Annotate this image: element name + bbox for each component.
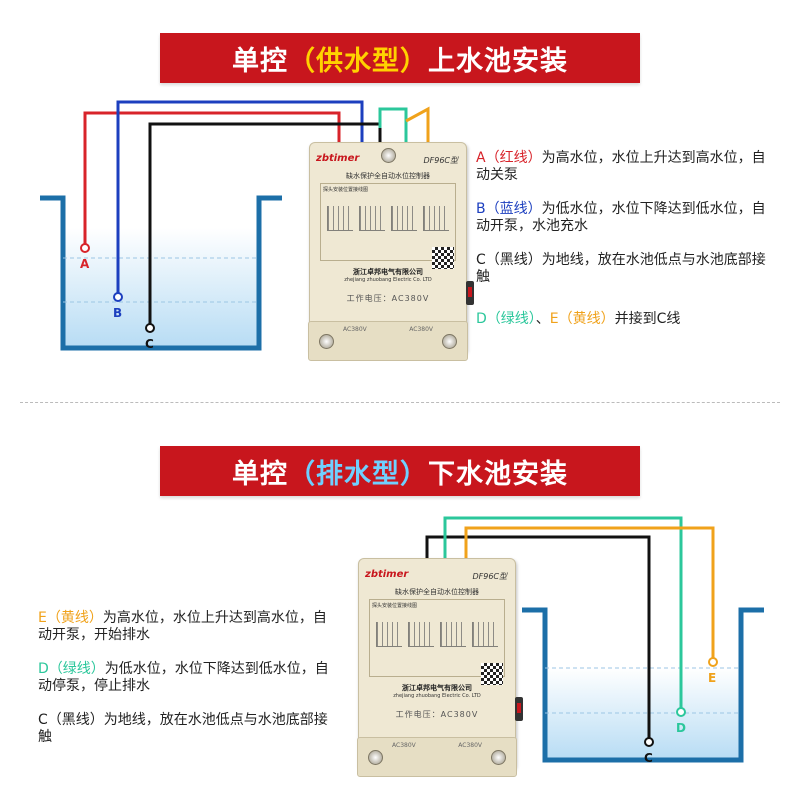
ac-label-left: AC380V <box>343 326 367 333</box>
desc-a-code: A（红线） <box>476 150 542 166</box>
label-c-bottom: C <box>644 751 653 765</box>
panel-label: 探头安装位置接线图 <box>372 603 418 609</box>
screw-icon <box>381 148 396 163</box>
model-label: DF96C型 <box>423 156 458 165</box>
company-name: 浙江卓邦电气有限公司 <box>353 268 423 276</box>
desc-e-code: E（黄线） <box>549 311 615 327</box>
banner-part1: 单控 <box>232 45 288 77</box>
desc-a: A（红线）为高水位，水位上升达到高水位，自动关泵 <box>476 150 766 184</box>
desc-de-text: 并接到C线 <box>614 311 681 327</box>
wire-e-yellow-bottom <box>464 526 715 662</box>
desc-c-bottom: C（黑线）为地线，放在水池低点与水池底部接触 <box>38 712 338 746</box>
qr-code-icon <box>481 663 503 685</box>
brand-logo: zbtimer <box>365 569 409 580</box>
bottom-section-banner: 单控 （排水型） 下水池安装 <box>160 446 640 496</box>
voltage-label: 工作电压：AC380V <box>395 710 479 719</box>
desc-d-code: D（绿线） <box>476 311 536 327</box>
company-name-en: zhejiang zhuobang Electric Co. LTD <box>344 277 432 283</box>
screw-icon <box>491 750 506 765</box>
screw-icon <box>368 750 383 765</box>
ac-label-left: AC380V <box>392 742 416 749</box>
wiring-panel: 探头安装位置接线图 <box>320 183 456 261</box>
terminal-blocks <box>327 206 449 231</box>
banner-part3: 下水池安装 <box>428 458 568 490</box>
screw-icon <box>442 334 457 349</box>
desc-a-text: 为高水位，水位上升达到高水位，自动关泵 <box>476 150 766 183</box>
probe-b <box>113 292 123 302</box>
desc-c-code: C（黑线） <box>38 712 104 728</box>
probe-c <box>145 323 155 333</box>
controller-top: zbtimer DF96C型 缺水保护全自动水位控制器 探头安装位置接线图 浙江… <box>308 142 474 361</box>
wire-c-black-bottom <box>425 535 651 742</box>
desc-c-text: 为地线，放在水池低点与水池底部接触 <box>38 712 328 745</box>
terminal-blocks <box>376 622 498 647</box>
wire-e-yellow <box>405 106 430 142</box>
desc-d-code: D（绿线） <box>38 661 105 677</box>
controller-bottom: zbtimer DF96C型 缺水保护全自动水位控制器 探头安装位置接线图 浙江… <box>357 558 523 777</box>
label-b: B <box>113 306 122 320</box>
brand-logo: zbtimer <box>316 153 360 164</box>
qr-code-icon <box>432 247 454 269</box>
desc-b-text: 为低水位，水位下降达到低水位，自动开泵，水池充水 <box>476 201 766 234</box>
probe-c-bottom <box>644 737 654 747</box>
desc-c: C（黑线）为地线，放在水池低点与水池底部接触 <box>476 252 766 286</box>
top-tank-water <box>63 228 259 348</box>
company-name: 浙江卓邦电气有限公司 <box>402 684 472 692</box>
desc-c-code: C（黑线） <box>476 252 542 268</box>
power-switch[interactable] <box>515 697 523 721</box>
wiring-panel: 探头安装位置接线图 <box>369 599 505 677</box>
ac-label-right: AC380V <box>409 326 433 333</box>
probe-e <box>708 657 718 667</box>
label-c: C <box>145 337 154 351</box>
wire-d-green <box>378 107 408 142</box>
desc-c-text: 为地线，放在水池低点与水池底部接触 <box>476 252 766 285</box>
top-section-banner: 单控 （供水型） 上水池安装 <box>160 33 640 83</box>
banner-part2: （供水型） <box>288 45 428 77</box>
desc-b: B（蓝线）为低水位，水位下降达到低水位，自动开泵，水池充水 <box>476 201 766 235</box>
probe-a <box>80 243 90 253</box>
bottom-tank-outline <box>522 607 764 763</box>
company-name-en: zhejiang zhuobang Electric Co. LTD <box>393 693 481 699</box>
controller-title: 缺水保护全自动水位控制器 <box>346 172 430 180</box>
desc-b-code: B（蓝线） <box>476 201 542 217</box>
probe-d <box>676 707 686 717</box>
section-divider <box>20 402 780 403</box>
model-label: DF96C型 <box>472 572 507 581</box>
label-d: D <box>676 721 686 735</box>
power-switch[interactable] <box>466 281 474 305</box>
wire-d-green-bottom <box>443 516 683 712</box>
bottom-tank-water <box>545 668 741 760</box>
banner-part3: 上水池安装 <box>428 45 568 77</box>
desc-d-text: 为低水位，水位下降达到低水位，自动停泵，停止排水 <box>38 661 329 694</box>
terminal-base: AC380V AC380V <box>357 737 517 777</box>
voltage-label: 工作电压：AC380V <box>346 294 430 303</box>
terminal-base: AC380V AC380V <box>308 321 468 361</box>
desc-e-code: E（黄线） <box>38 610 103 626</box>
wire-a-red <box>83 111 341 248</box>
desc-d: D（绿线）为低水位，水位下降达到低水位，自动停泵，停止排水 <box>38 661 338 695</box>
desc-sep: 、 <box>535 311 550 327</box>
desc-de: D（绿线）、E（黄线）并接到C线 <box>476 311 776 328</box>
screw-icon <box>319 334 334 349</box>
controller-title: 缺水保护全自动水位控制器 <box>395 588 479 596</box>
panel-label: 探头安装位置接线图 <box>323 187 369 193</box>
wire-b-blue <box>116 100 364 297</box>
desc-e: E（黄线）为高水位，水位上升达到高水位，自动开泵，开始排水 <box>38 610 338 644</box>
label-e: E <box>708 671 716 685</box>
label-a: A <box>80 257 90 271</box>
ac-label-right: AC380V <box>458 742 482 749</box>
banner-part2: （排水型） <box>288 458 428 490</box>
banner-part1: 单控 <box>232 458 288 490</box>
wire-c-black <box>148 122 382 328</box>
top-tank-outline <box>40 195 282 351</box>
desc-e-text: 为高水位，水位上升达到高水位，自动开泵，开始排水 <box>38 610 327 643</box>
